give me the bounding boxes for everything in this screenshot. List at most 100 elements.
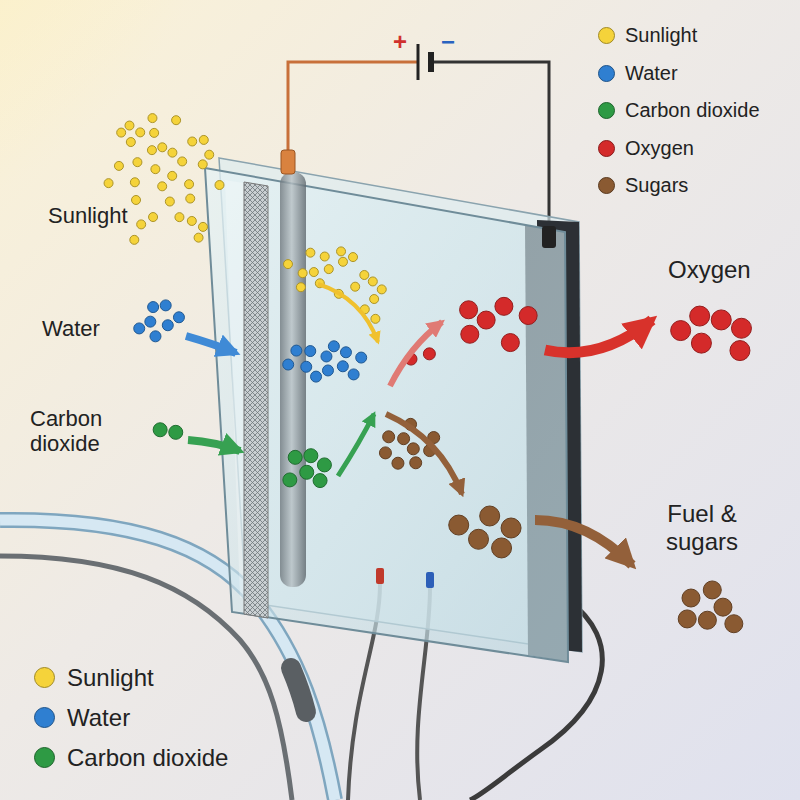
molecule-dot [298,269,307,278]
molecule-dot [703,581,721,599]
molecule-dot [104,179,113,188]
legend-text: Sunlight [625,24,697,47]
input-label: Water [42,316,100,341]
molecule-dot [469,529,489,549]
molecule-dot [477,311,495,329]
molecule-dot [145,316,156,327]
molecule-dot [398,433,410,445]
legend-item: Sugars [598,174,688,197]
molecule-dot [150,128,159,137]
molecule-dot [153,423,167,437]
legend-swatch [598,27,615,44]
molecule-dot [348,369,359,380]
molecule-dot [198,160,207,169]
battery-long-plate [417,44,420,80]
legend-swatch [34,667,55,688]
legend-item: Carbon dioxide [34,744,228,772]
legend-text: Sunlight [67,664,154,692]
molecule-dot [340,347,351,358]
label-text: Fuel & sugars [652,500,752,555]
molecule-dot [313,474,327,488]
molecule-dot [449,515,469,535]
molecule-dot [175,213,184,222]
molecule-dot [495,297,513,315]
electrode-rod [280,172,306,587]
molecule-dot [492,538,512,558]
label-text: − [441,28,455,56]
positive-wire [288,62,418,152]
molecule-dot [283,473,297,487]
molecule-dot [370,295,379,304]
blue-port [426,572,434,588]
molecule-dot [205,150,214,159]
molecule-dot [134,323,145,334]
legend-text: Sugars [625,174,688,197]
legend-swatch [598,102,615,119]
input-label: Carbon dioxide [30,406,145,457]
tube-sleeve [291,668,306,712]
molecule-dot [691,333,711,353]
molecule-dot [337,247,346,256]
molecule-dot [160,300,171,311]
molecule-dot [133,158,142,167]
flow-arrows [186,284,652,565]
molecule-dot [519,307,537,325]
molecule-dot [198,222,207,231]
legend-text: Carbon dioxide [625,99,760,122]
molecule-dot [188,137,197,146]
molecule-dot [173,312,184,323]
molecule-dot [371,314,380,323]
label-text: Sunlight [48,203,128,228]
molecule-dot [117,128,126,137]
molecule-dot [501,334,519,352]
molecule-dot [730,341,750,361]
molecule-dot [356,352,367,363]
molecule-dot [351,282,360,291]
molecule-dot [501,518,521,538]
molecule-dot [288,450,302,464]
molecule-dot [185,180,194,189]
molecule-dot [169,425,183,439]
negative-terminal [542,226,556,248]
molecule-dot [114,161,123,170]
legend-item: Sunlight [598,24,697,47]
output-label: Fuel & sugars [652,500,752,555]
co2-inner-arrow [338,414,374,476]
molecule-dot [392,457,404,469]
molecule-dot [311,371,322,382]
label-text: Oxygen [668,256,751,284]
molecule-dot [194,233,203,242]
molecule-dot [132,195,141,204]
molecule-dot [324,265,333,274]
molecule-dot [461,325,479,343]
molecule-dot [150,331,161,342]
legend-swatch [34,707,55,728]
molecule-dot [178,157,187,166]
molecule-dot [168,148,177,157]
molecule-dot [304,449,318,463]
molecule-dot [283,359,294,370]
molecule-dot [338,257,347,266]
oxygen-out-arrow [545,320,652,353]
molecule-dot [172,116,181,125]
molecule-dot [690,306,710,326]
molecule-dot [698,611,716,629]
molecule-dot [126,138,135,147]
molecule-dot [423,348,435,360]
molecule-dot [731,318,751,338]
legend-swatch [598,140,615,157]
co2-arrow [188,440,240,451]
molecule-dot [130,178,139,187]
polarity-sign: + [393,28,407,56]
molecule-dot [136,128,145,137]
legend-text: Water [625,62,678,85]
legend-text: Oxygen [625,137,694,160]
molecule-dot [321,351,332,362]
molecule-dot [379,447,391,459]
polarity-sign: − [441,28,455,56]
molecule-dot [165,197,174,206]
output-label: Oxygen [668,256,751,284]
molecule-dot [162,320,173,331]
